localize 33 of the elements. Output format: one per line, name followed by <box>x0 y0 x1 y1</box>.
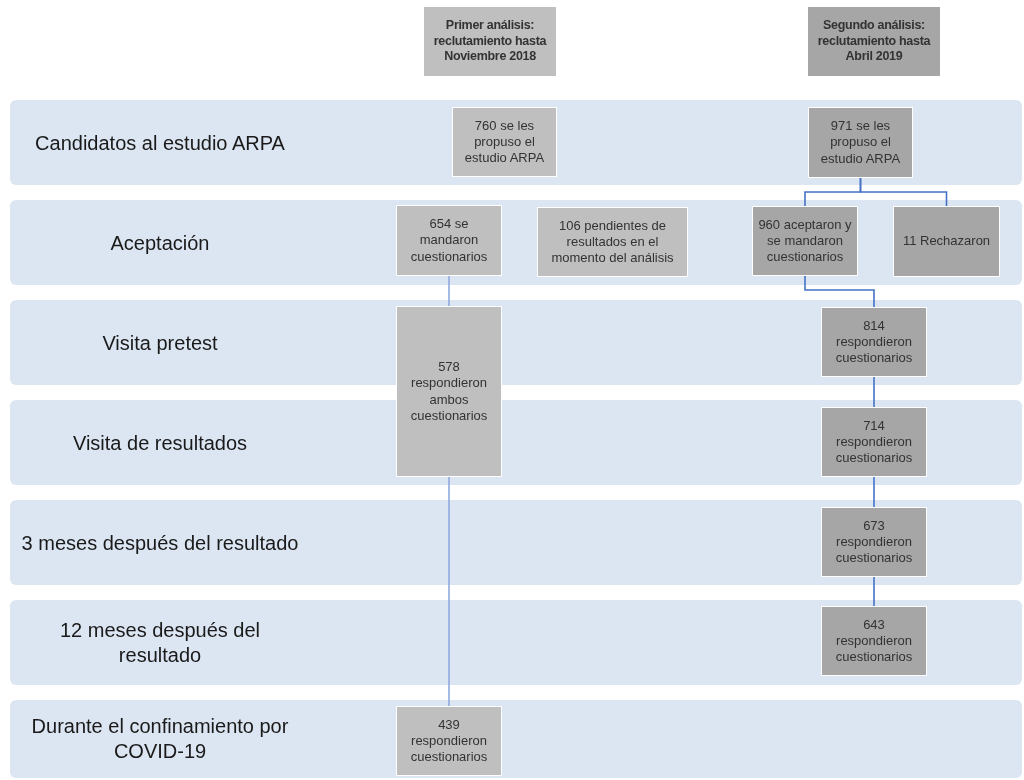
row-label: 12 meses después del resultado <box>58 617 262 668</box>
connector-line <box>873 476 875 508</box>
row-band <box>10 600 1022 685</box>
row-band <box>10 500 1022 585</box>
row-label: Visita pretest <box>101 330 219 355</box>
connector-line <box>873 376 875 408</box>
count-box: 578 respondieron ambos cuestionarios <box>396 306 502 477</box>
count-box: 11 Rechazaron <box>893 206 1000 277</box>
count-box: 654 se mandaron cuestionarios <box>396 205 502 276</box>
row-band <box>10 200 1022 285</box>
column-header-box: Primer análisis: reclutamiento hasta Noviembre 2018 <box>423 6 557 77</box>
count-box: 760 se les propuso el estudio ARPA <box>452 107 557 177</box>
connector-line <box>448 275 450 307</box>
connector-line <box>859 177 948 207</box>
count-box: 643 respondieron cuestionarios <box>821 606 927 676</box>
count-box: 106 pendientes de resultados en el momento del análisis <box>537 207 688 277</box>
row-band <box>10 100 1022 185</box>
connector-line <box>873 576 875 607</box>
row-label: Candidatos al estudio ARPA <box>34 130 286 155</box>
count-box: 814 respondieron cuestionarios <box>821 307 927 377</box>
count-box: 673 respondieron cuestionarios <box>821 507 927 577</box>
column-header-box: Segundo análisis: reclutamiento hasta Abril 2019 <box>807 6 941 77</box>
count-box: 960 aceptaron y se mandaron cuestionarios <box>752 206 858 276</box>
row-label: Durante el confinamiento por COVID-19 <box>30 714 290 764</box>
connector-line <box>448 476 450 707</box>
row-band <box>10 700 1022 778</box>
row-label: Visita de resultados <box>71 430 249 455</box>
count-box: 714 respondieron cuestionarios <box>821 407 927 477</box>
count-box: 971 se les propuso el estudio ARPA <box>808 107 913 178</box>
row-label: Aceptación <box>109 230 211 255</box>
connector-line <box>804 275 875 308</box>
row-label: 3 meses después del resultado <box>20 530 300 555</box>
count-box: 439 respondieron cuestionarios <box>396 706 502 776</box>
